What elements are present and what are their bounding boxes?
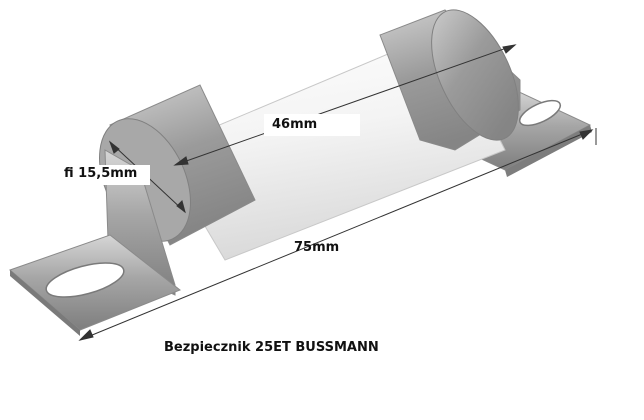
arrow-head-icon <box>176 200 186 214</box>
arrow-head-icon <box>579 129 594 140</box>
arrow-head-icon <box>173 156 189 166</box>
dimension-line-46mm <box>174 44 516 166</box>
total-length-label: 75mm <box>294 240 340 255</box>
dimension-line-75mm <box>79 129 593 341</box>
left-mounting-tab <box>9 149 181 336</box>
right-end-cap <box>379 9 521 151</box>
arrow-head-icon <box>78 329 94 341</box>
diameter-label: fi 15,5mm <box>60 165 150 185</box>
arrow-head-icon <box>502 44 517 54</box>
dimension-lines <box>78 44 597 341</box>
product-caption: Bezpiecznik 25ET BUSSMANN <box>164 340 379 355</box>
arrow-head-icon <box>108 140 120 154</box>
body-length-label: 46mm <box>264 114 360 136</box>
